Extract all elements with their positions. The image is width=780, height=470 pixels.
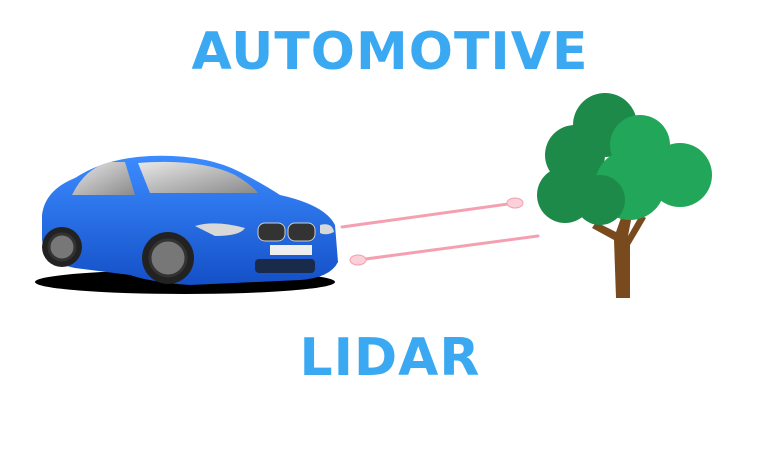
heading: AUTOMOTIVE: [191, 22, 589, 82]
tree: [537, 93, 712, 298]
license-plate: [270, 245, 312, 255]
laser-beam: [356, 234, 540, 262]
grille-right: [287, 222, 316, 242]
laser-beams: [340, 197, 540, 266]
headlight-icon: [195, 223, 245, 236]
laser-tip: [349, 254, 367, 266]
car-windshield: [138, 161, 258, 193]
headlight-icon: [320, 224, 334, 235]
laser-beam: [340, 201, 517, 229]
car: [35, 155, 338, 294]
rear-rim: [47, 232, 77, 262]
subheading: LIDAR: [299, 328, 481, 388]
front-rim: [148, 238, 188, 278]
canopy: [575, 175, 625, 225]
laser-tip: [506, 197, 524, 209]
grille-left: [257, 222, 286, 242]
tree-trunk: [592, 215, 646, 298]
car-rear-window: [72, 162, 135, 195]
lower-grille: [255, 259, 315, 273]
